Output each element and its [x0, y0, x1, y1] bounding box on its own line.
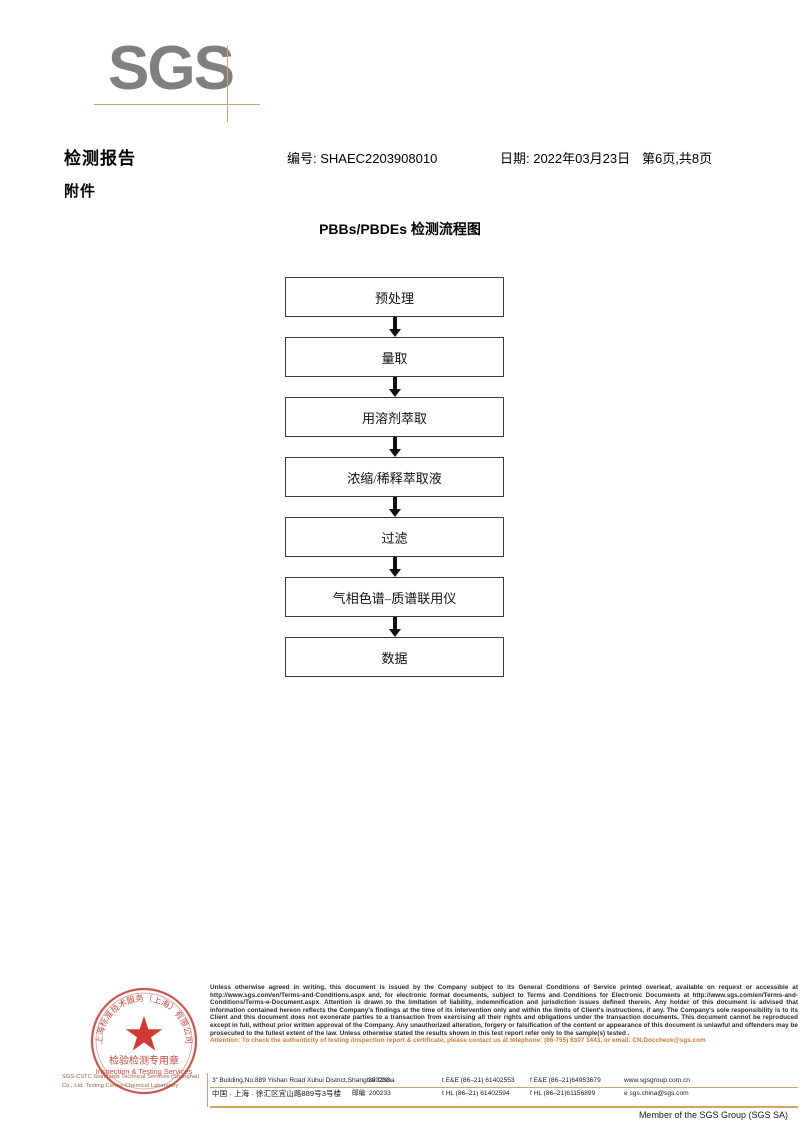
- page-title: 检测报告: [64, 149, 136, 168]
- flow-arrow-1: [285, 317, 504, 337]
- seal-icon: 上海标准技术服务（上海）有限公司 检验检测专用章 Inspection & Te…: [90, 987, 198, 1095]
- flowchart-title: PBBs/PBDEs 检测流程图: [319, 221, 481, 237]
- flow-step-label: 浓缩/稀释萃取液: [347, 470, 442, 486]
- arrow-stem: [392, 497, 397, 511]
- arrow-head-icon: [388, 569, 401, 577]
- svg-text:检验检测专用章: 检验检测专用章: [109, 1054, 179, 1067]
- arrow-stem: [392, 617, 397, 631]
- report-date: 日期: 2022年03月23日: [500, 151, 631, 166]
- sgs-logo: SGS: [94, 34, 288, 122]
- flow-arrow-4: [285, 497, 504, 517]
- footer-contact-block: 3" Building,No.889 Yishan Road Xuhui Dis…: [212, 1074, 798, 1100]
- flow-step-label: 量取: [381, 350, 408, 366]
- website-link[interactable]: www.sgsgroup.com.cn: [624, 1077, 690, 1084]
- arrow-head-icon: [388, 389, 401, 397]
- flow-step-2: 量取: [285, 337, 504, 377]
- flow-step-label: 用溶剂萃取: [361, 410, 427, 426]
- flow-arrow-6: [285, 617, 504, 637]
- footer-vertical-separator: [207, 1073, 208, 1107]
- legal-body: Unless otherwise agreed in writing, this…: [210, 984, 798, 1037]
- flow-step-4: 浓缩/稀释萃取液: [285, 457, 504, 497]
- telephone-ee: t E&E (86–21) 61402553: [442, 1077, 515, 1084]
- flowchart: 预处理 量取 用溶剂萃取 浓缩/稀释萃取液 过滤: [285, 277, 504, 677]
- fax-ee: f E&E (86–21)64953679: [530, 1077, 601, 1084]
- footer-orange-rule: [210, 1106, 798, 1108]
- email-link[interactable]: e sgs.china@sgs.com: [624, 1090, 689, 1097]
- contact-row-en: 3" Building,No.889 Yishan Road Xuhui Dis…: [212, 1074, 798, 1087]
- flow-arrow-2: [285, 377, 504, 397]
- seal-caption: SGS-CSTC Standards Technical Services (S…: [62, 1074, 200, 1089]
- flow-step-3: 用溶剂萃取: [285, 397, 504, 437]
- arrow-stem: [392, 377, 397, 391]
- flow-arrow-5: [285, 557, 504, 577]
- arrow-head-icon: [388, 329, 401, 337]
- flow-arrow-3: [285, 437, 504, 457]
- report-number: 编号: SHAEC2203908010: [287, 151, 438, 166]
- page-subtitle: 附件: [64, 183, 97, 200]
- company-seal-stamp: 上海标准技术服务（上海）有限公司 检验检测专用章 Inspection & Te…: [88, 985, 200, 1097]
- legal-disclaimer: Unless otherwise agreed in writing, this…: [210, 984, 798, 1045]
- address-en: 3" Building,No.889 Yishan Road Xuhui Dis…: [212, 1077, 395, 1084]
- arrow-head-icon: [388, 509, 401, 517]
- telephone-hl: t HL (86–21) 61402594: [442, 1090, 510, 1097]
- contact-row-cn: 中国 · 上海 · 徐汇区宜山路889号3号楼 邮编: 200233 t HL …: [212, 1087, 798, 1100]
- flow-step-label: 气相色谱–质谱联用仪: [332, 590, 457, 606]
- attention-notice: Attention: To check the authenticity of …: [210, 1037, 706, 1045]
- footer-horizontal-separator: [210, 1087, 798, 1088]
- flow-step-label: 数据: [381, 650, 408, 666]
- flow-step-1: 预处理: [285, 277, 504, 317]
- flow-step-label: 预处理: [374, 290, 414, 306]
- logo-horizontal-rule: [94, 104, 260, 105]
- logo-vertical-rule: [227, 46, 228, 122]
- arrow-stem: [392, 557, 397, 571]
- sgs-logo-text: SGS: [108, 34, 235, 103]
- arrow-stem: [392, 317, 397, 331]
- sgs-group-member-note: Member of the SGS Group (SGS SA): [638, 1110, 788, 1120]
- zip-cn: 邮编: 200233: [352, 1090, 391, 1097]
- arrow-head-icon: [388, 629, 401, 637]
- address-cn: 中国 · 上海 · 徐汇区宜山路889号3号楼: [212, 1089, 342, 1098]
- page-indicator: 第6页,共8页: [642, 151, 713, 166]
- arrow-head-icon: [388, 449, 401, 457]
- fax-hl: f HL (86–21)61156899: [530, 1090, 596, 1097]
- flow-step-label: 过滤: [381, 530, 408, 546]
- flow-step-5: 过滤: [285, 517, 504, 557]
- flow-step-6: 气相色谱–质谱联用仪: [285, 577, 504, 617]
- zip-en: 200233: [368, 1077, 391, 1084]
- svg-text:Inspection & Testing Services: Inspection & Testing Services: [96, 1067, 193, 1076]
- flow-step-7: 数据: [285, 637, 504, 677]
- arrow-stem: [392, 437, 397, 451]
